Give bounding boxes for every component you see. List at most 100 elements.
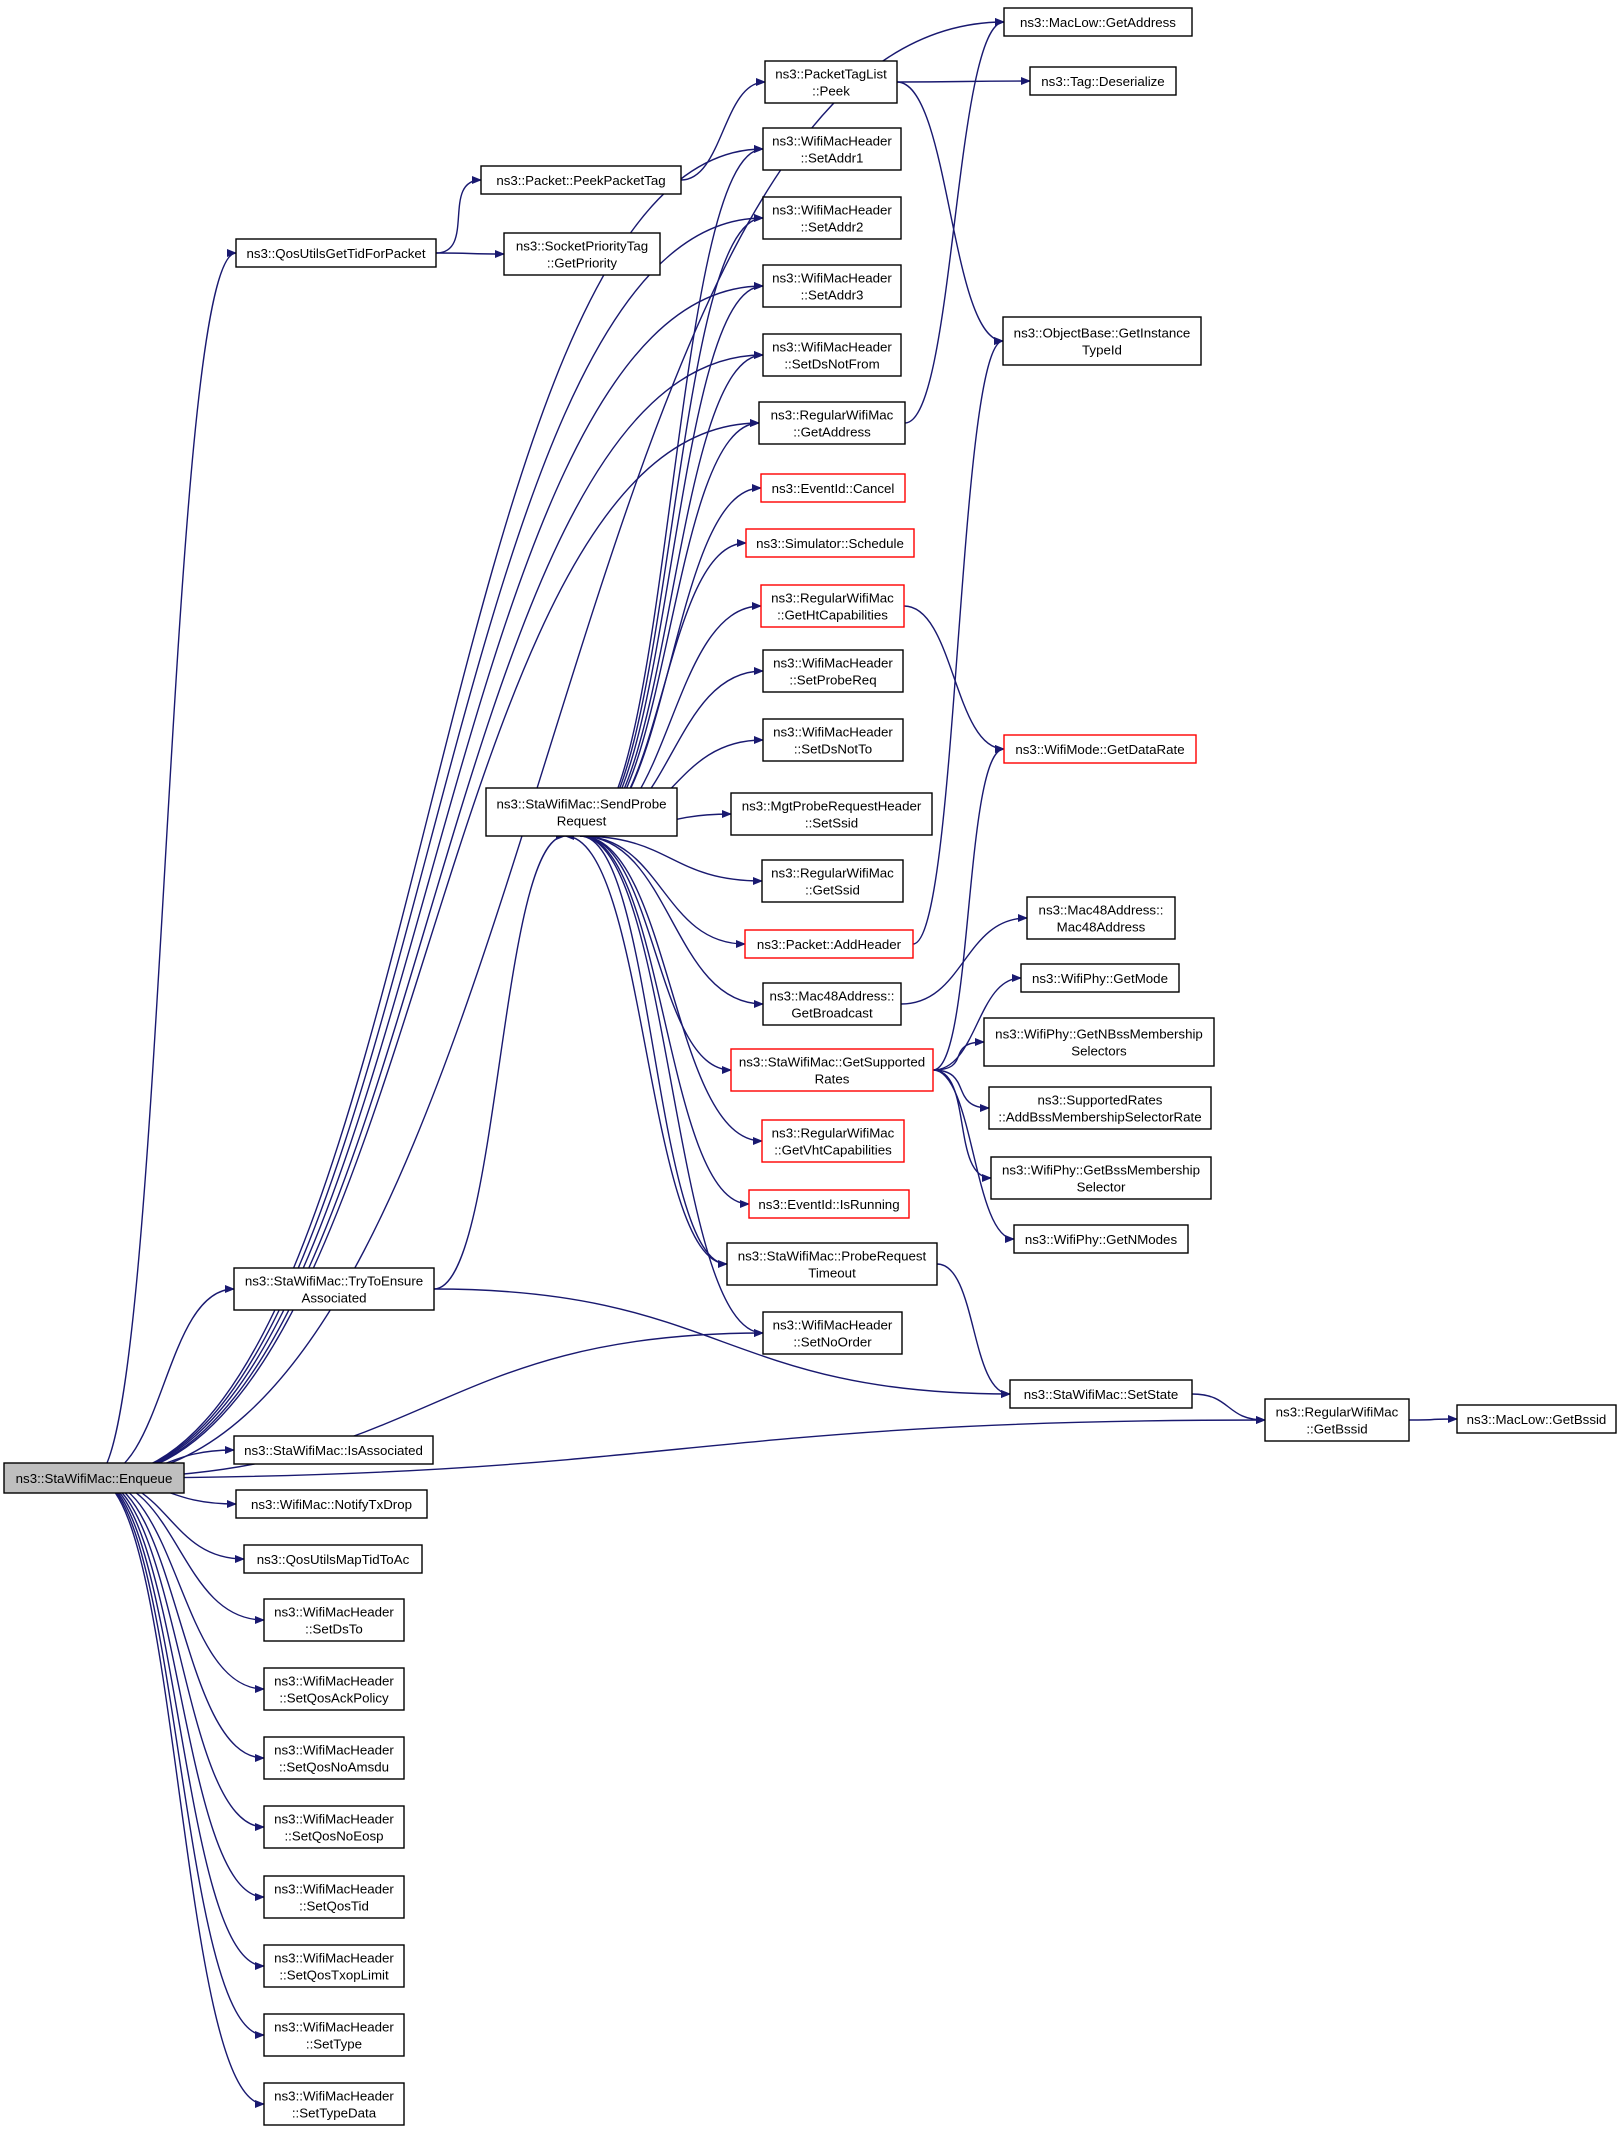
node-box <box>1003 734 1197 764</box>
node-enqueue[interactable]: ns3::StaWifiMac::Enqueue <box>3 1462 185 1494</box>
node-setqosnoamsdu[interactable]: ns3::WifiMacHeader::SetQosNoAmsdu <box>263 1736 405 1780</box>
node-eventid_isrunning[interactable]: ns3::EventId::IsRunning <box>748 1189 910 1219</box>
node-box <box>760 473 906 503</box>
node-box <box>983 1017 1215 1067</box>
edge-sendproberequest-to-setnoorder <box>579 835 764 1337</box>
node-socketprioritytag_getpriority[interactable]: ns3::SocketPriorityTag::GetPriority <box>503 232 661 276</box>
node-box <box>988 1086 1212 1130</box>
node-setnoorder[interactable]: ns3::WifiMacHeader::SetNoOrder <box>762 1311 903 1355</box>
node-qosutilsmaptidtoac[interactable]: ns3::QosUtilsMapTidToAc <box>243 1544 423 1574</box>
node-label-line: ::SetProbeReq <box>789 673 876 688</box>
node-setqosackpolicy[interactable]: ns3::WifiMacHeader::SetQosAckPolicy <box>263 1667 405 1711</box>
node-maclow_getbssid[interactable]: ns3::MacLow::GetBssid <box>1456 1404 1617 1434</box>
node-mac48address_getbroadcast[interactable]: ns3::Mac48Address::GetBroadcast <box>762 982 902 1026</box>
node-box <box>762 196 902 240</box>
node-setdsnotto[interactable]: ns3::WifiMacHeader::SetDsNotTo <box>762 718 904 762</box>
node-label-line: ns3::StaWifiMac::SetState <box>1024 1387 1178 1402</box>
node-label-line: ns3::MacLow::GetAddress <box>1020 15 1176 30</box>
node-label-line: ns3::WifiMacHeader <box>772 271 892 286</box>
node-box <box>1026 896 1176 940</box>
node-setaddr2[interactable]: ns3::WifiMacHeader::SetAddr2 <box>762 196 902 240</box>
node-box <box>1264 1398 1410 1442</box>
node-label-line: Associated <box>301 1291 366 1306</box>
node-wifiphy_getmode[interactable]: ns3::WifiPhy::GetMode <box>1020 963 1180 993</box>
node-box <box>762 1311 903 1355</box>
node-box <box>762 127 902 171</box>
node-packettaglist_peek[interactable]: ns3::PacketTagList::Peek <box>764 60 898 104</box>
node-packet_addheader[interactable]: ns3::Packet::AddHeader <box>744 929 914 959</box>
node-label-line: ::GetSsid <box>805 883 860 898</box>
node-tag_deserialize[interactable]: ns3::Tag::Deserialize <box>1029 66 1177 96</box>
node-regularwifimac_getvhtcapabilities[interactable]: ns3::RegularWifiMac::GetVhtCapabilities <box>761 1119 905 1163</box>
node-stawifimac_setstate[interactable]: ns3::StaWifiMac::SetState <box>1009 1379 1193 1409</box>
node-wifimode_getdatarate[interactable]: ns3::WifiMode::GetDataRate <box>1003 734 1197 764</box>
edge-enqueue-to-regularwifimac_getaddress <box>93 419 760 1479</box>
node-label-line: ns3::WifiMacHeader <box>274 1882 394 1897</box>
node-qosutils_gettidforpacket[interactable]: ns3::QosUtilsGetTidForPacket <box>235 238 437 268</box>
node-label-line: ns3::Mac48Address:: <box>770 989 895 1004</box>
node-label-line: ns3::Simulator::Schedule <box>756 536 904 551</box>
node-setaddr3[interactable]: ns3::WifiMacHeader::SetAddr3 <box>762 264 902 308</box>
node-label-line: ns3::WifiMacHeader <box>772 134 892 149</box>
node-setdsto[interactable]: ns3::WifiMacHeader::SetDsTo <box>263 1598 405 1642</box>
node-label-line: ns3::WifiMacHeader <box>274 2020 394 2035</box>
node-setqosnoeosp[interactable]: ns3::WifiMacHeader::SetQosNoEosp <box>263 1805 405 1849</box>
edge-packettaglist_peek-to-objectbase_getinstancetypeid <box>896 81 1004 345</box>
edge-sendproberequest-to-eventid_isrunning <box>579 835 750 1208</box>
edge-enqueue-to-setaddr3 <box>93 282 764 1479</box>
node-simulator_schedule[interactable]: ns3::Simulator::Schedule <box>745 528 915 558</box>
node-label-line: ::GetBssid <box>1306 1422 1367 1437</box>
node-regularwifimac_getssid[interactable]: ns3::RegularWifiMac::GetSsid <box>761 859 904 903</box>
node-packet_peekpackettag[interactable]: ns3::Packet::PeekPacketTag <box>480 165 682 195</box>
node-settypedata[interactable]: ns3::WifiMacHeader::SetTypeData <box>263 2082 405 2126</box>
node-box <box>761 1119 905 1163</box>
edge-stawifimac_proberequesttimeout-to-sendproberequest <box>564 832 728 1265</box>
node-label-line: ns3::RegularWifiMac <box>771 408 894 423</box>
node-settype[interactable]: ns3::WifiMacHeader::SetType <box>263 2013 405 2057</box>
node-label-line: ::GetVhtCapabilities <box>774 1143 892 1158</box>
node-label-line: ::SetQosNoEosp <box>284 1829 383 1844</box>
node-label-line: ns3::WifiMacHeader <box>274 1951 394 1966</box>
node-label-line: ns3::Packet::PeekPacketTag <box>496 173 665 188</box>
node-label-line: ns3::WifiPhy::GetBssMembership <box>1002 1163 1200 1178</box>
node-box <box>764 60 898 104</box>
node-setaddr1[interactable]: ns3::WifiMacHeader::SetAddr1 <box>762 127 902 171</box>
node-stawifimac_isassociated[interactable]: ns3::StaWifiMac::IsAssociated <box>233 1435 434 1465</box>
node-supportedrates_addbssmembershipselectorrate[interactable]: ns3::SupportedRates::AddBssMembershipSel… <box>988 1086 1212 1130</box>
edge-enqueue-to-settype <box>93 1477 265 2039</box>
node-mgtproberequestheader_setssid[interactable]: ns3::MgtProbeRequestHeader::SetSsid <box>730 792 933 836</box>
node-label-line: ns3::WifiMode::GetDataRate <box>1015 742 1184 757</box>
node-label-line: ::SetType <box>306 2037 362 2052</box>
node-label-line: ::SetDsNotFrom <box>784 357 879 372</box>
node-eventid_cancel[interactable]: ns3::EventId::Cancel <box>760 473 906 503</box>
node-regularwifimac_gethtcapabilities[interactable]: ns3::RegularWifiMac::GetHtCapabilities <box>760 584 905 628</box>
node-mac48address_mac48address[interactable]: ns3::Mac48Address::Mac48Address <box>1026 896 1176 940</box>
node-wifimac_notifytxdrop[interactable]: ns3::WifiMac::NotifyTxDrop <box>235 1489 428 1519</box>
node-setprobereq[interactable]: ns3::WifiMacHeader::SetProbeReq <box>762 649 904 693</box>
node-regularwifimac_getaddress[interactable]: ns3::RegularWifiMac::GetAddress <box>758 401 906 445</box>
node-label-line: TypeId <box>1082 343 1122 358</box>
node-setqostid[interactable]: ns3::WifiMacHeader::SetQosTid <box>263 1875 405 1919</box>
node-box <box>233 1267 435 1311</box>
node-box <box>263 1736 405 1780</box>
node-setdsnotfrom[interactable]: ns3::WifiMacHeader::SetDsNotFrom <box>762 333 902 377</box>
node-wifiphy_getnmodes[interactable]: ns3::WifiPhy::GetNModes <box>1013 1224 1189 1254</box>
nodes-layer: ns3::StaWifiMac::Enqueue ns3::MacLow::Get… <box>3 7 1617 2126</box>
node-regularwifimac_getbssid[interactable]: ns3::RegularWifiMac::GetBssid <box>1264 1398 1410 1442</box>
node-maclow_getaddress[interactable]: ns3::MacLow::GetAddress <box>1003 7 1193 37</box>
node-label-line: ns3::EventId::Cancel <box>772 481 895 496</box>
edge-regularwifimac_gethtcapabilities-to-wifimode_getdatarate <box>903 605 1005 753</box>
node-label-line: ns3::RegularWifiMac <box>771 591 894 606</box>
node-box <box>243 1544 423 1574</box>
node-box <box>748 1189 910 1219</box>
node-box <box>3 1462 185 1494</box>
node-setqostxoplimit[interactable]: ns3::WifiMacHeader::SetQosTxopLimit <box>263 1944 405 1988</box>
node-box <box>263 1598 405 1642</box>
